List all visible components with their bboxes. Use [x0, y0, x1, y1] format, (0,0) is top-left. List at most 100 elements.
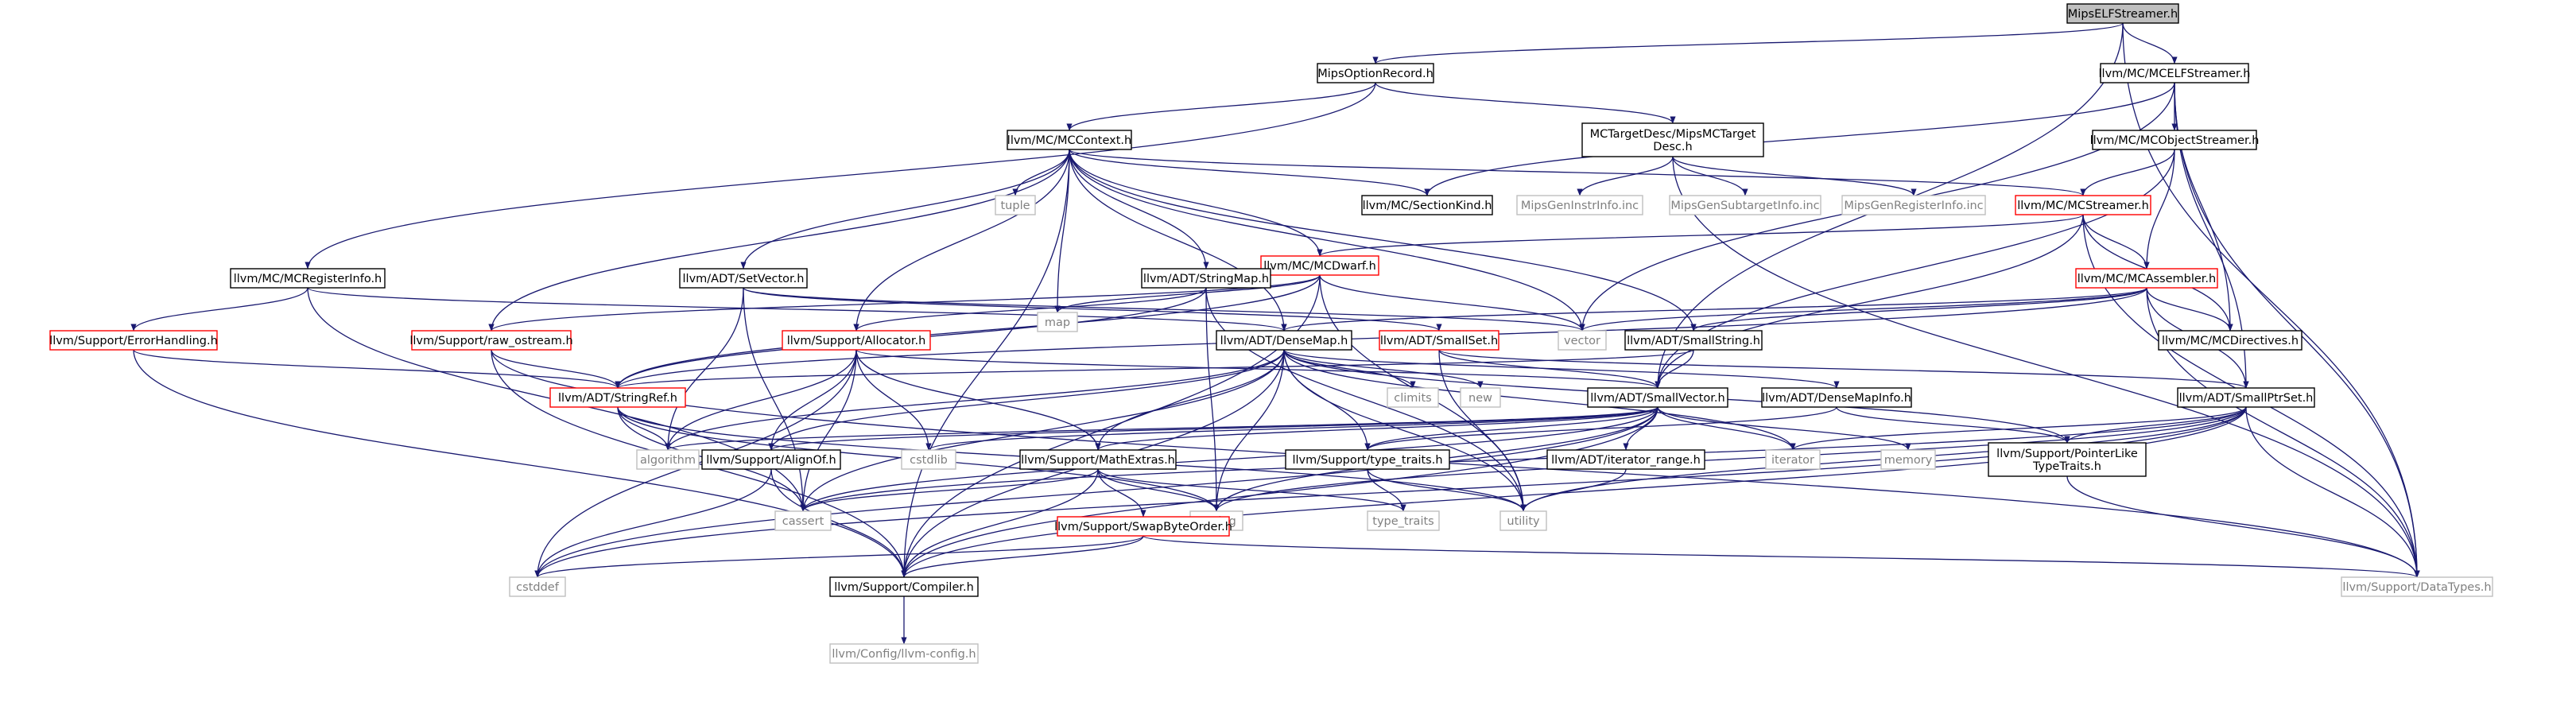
edge-densemap-to-climits	[1283, 349, 1416, 389]
node-mccontext[interactable]: llvm/MC/MCContext.h	[1007, 130, 1132, 150]
node-label-mcelfstreamer: llvm/MC/MCELFStreamer.h	[2099, 68, 2251, 80]
edge-setvector-to-cassert	[743, 287, 806, 512]
edge-smallvector-to-cstddef	[534, 406, 1658, 578]
node-mcdirectives[interactable]: llvm/MC/MCDirectives.h	[2158, 330, 2302, 351]
edge-smallvector-to-mathextras	[1095, 406, 1658, 451]
node-label-datatypes: llvm/Support/DataTypes.h	[2342, 581, 2491, 594]
node-label-mipsgenregisterinfo: MipsGenRegisterInfo.inc	[1844, 200, 1983, 212]
node-mcdwarf[interactable]: llvm/MC/MCDwarf.h	[1260, 255, 1379, 276]
node-box-densemap	[1216, 330, 1352, 351]
node-mathextras[interactable]: llvm/Support/MathExtras.h	[1019, 449, 1177, 470]
node-label-mccontext: llvm/MC/MCContext.h	[1007, 134, 1131, 147]
node-label-algorithm: algorithm	[640, 454, 696, 467]
node-iterator_range[interactable]: llvm/ADT/iterator_range.h	[1546, 449, 1705, 470]
node-densemapinfo[interactable]: llvm/ADT/DenseMapInfo.h	[1761, 387, 1912, 408]
node-alignof[interactable]: llvm/Support/AlignOf.h	[701, 449, 841, 470]
node-smallvector[interactable]: llvm/ADT/SmallVector.h	[1587, 387, 1728, 408]
edge-stringmap-to-cstring	[1205, 287, 1220, 512]
node-compiler[interactable]: llvm/Support/Compiler.h	[829, 576, 979, 597]
edge-densemap-to-algorithm	[665, 349, 1285, 451]
edge-allocator-to-cassert	[800, 349, 857, 512]
edge-mccontext-to-raw_ostream	[488, 149, 1070, 332]
node-mcassembler[interactable]: llvm/MC/MCAssembler.h	[2075, 268, 2218, 289]
node-stringref[interactable]: llvm/ADT/StringRef.h	[549, 387, 686, 408]
node-mcstreamer[interactable]: llvm/MC/MCStreamer.h	[2015, 195, 2151, 215]
edge-mipsoptionrecord-to-mcregisterinfo	[305, 82, 1376, 270]
node-label-smallstring: llvm/ADT/SmallString.h	[1627, 335, 1760, 347]
edge-smallptrset-to-iterator	[1790, 406, 2247, 451]
edge-smallvector-to-algorithm	[665, 406, 1658, 451]
node-label-mathextras: llvm/Support/MathExtras.h	[1021, 454, 1175, 467]
node-box-llvmconfig	[829, 643, 979, 664]
node-label-stringmap: llvm/ADT/StringMap.h	[1143, 273, 1269, 285]
node-box-densemapinfo	[1761, 387, 1912, 408]
edge-densemap-to-densemapinfo	[1283, 349, 1840, 389]
node-cstdlib: cstdlib	[901, 449, 956, 470]
edge-smallptrset-to-compiler	[901, 406, 2247, 578]
node-label-mipsgensubtargetinfo: MipsGenSubtargetInfo.inc	[1670, 200, 1819, 212]
node-box-mcstreamer	[2015, 195, 2151, 215]
edge-mathextras-to-compiler	[901, 468, 1099, 578]
edge-densemap-to-mathextras	[1095, 349, 1285, 451]
node-smallptrset[interactable]: llvm/ADT/SmallPtrSet.h	[2177, 387, 2315, 408]
edge-errorhandling-to-stringref	[133, 349, 621, 389]
node-label-mcassembler: llvm/MC/MCAssembler.h	[2077, 273, 2216, 285]
edge-allocator-to-alignof	[768, 349, 857, 451]
node-label-smallptrset: llvm/ADT/SmallPtrSet.h	[2179, 392, 2314, 405]
edge-smallptrset-to-pointerliketypetraits	[2064, 406, 2247, 444]
node-mcobjectstreamer[interactable]: llvm/MC/MCObjectStreamer.h	[2090, 130, 2260, 150]
node-box-utility	[1499, 510, 1547, 531]
node-box-mcregisterinfo	[230, 268, 386, 289]
edge-mcassembler-to-densemap	[1281, 287, 2147, 332]
node-box-climits	[1387, 387, 1439, 408]
node-mipsoptionrecord[interactable]: MipsOptionRecord.h	[1317, 63, 1434, 83]
node-stringmap[interactable]: llvm/ADT/StringMap.h	[1141, 268, 1271, 289]
node-raw_ostream[interactable]: llvm/Support/raw_ostream.h	[409, 330, 573, 351]
node-label-setvector: llvm/ADT/SetVector.h	[683, 273, 805, 285]
node-label-swapbyteorder: llvm/Support/SwapByteOrder.h	[1054, 521, 1232, 533]
node-box-mccontext	[1007, 130, 1132, 150]
edge-mipselfstreamer-to-mcelfstreamer	[2122, 22, 2178, 64]
node-setvector[interactable]: llvm/ADT/SetVector.h	[679, 268, 808, 289]
node-mipselfstreamer[interactable]: MipsELFStreamer.h	[2066, 3, 2179, 24]
node-box-mcdwarf	[1260, 255, 1379, 276]
node-box-mcelfstreamer	[2100, 63, 2249, 83]
edge-smallvector-to-iterator	[1657, 406, 1796, 451]
edge-mcdwarf-to-stringref	[615, 274, 1321, 389]
node-map: map	[1037, 312, 1078, 332]
node-box-vector	[1558, 330, 1607, 351]
node-label-raw_ostream: llvm/Support/raw_ostream.h	[409, 335, 572, 347]
node-box-iterator	[1765, 449, 1821, 470]
edge-alignof-to-compiler	[770, 468, 907, 578]
node-swapbyteorder[interactable]: llvm/Support/SwapByteOrder.h	[1054, 516, 1232, 537]
edge-mccontext-to-mcsectionkind	[1069, 149, 1430, 196]
edge-mcregisterinfo-to-densemap	[307, 287, 1287, 332]
node-box-datatypes	[2341, 576, 2493, 597]
edge-smallvector-to-memory	[1657, 406, 1911, 451]
edge-smallptrset-to-cstring	[1213, 406, 2247, 512]
node-label-allocator: llvm/Support/Allocator.h	[787, 335, 926, 347]
node-smallset[interactable]: llvm/ADT/SmallSet.h	[1379, 330, 1499, 351]
node-box-raw_ostream	[411, 330, 572, 351]
node-box-mcassembler	[2075, 268, 2218, 289]
edge-smallset-to-smallptrset	[1438, 349, 2249, 389]
node-smallstring[interactable]: llvm/ADT/SmallString.h	[1624, 330, 1763, 351]
node-mcelfstreamer[interactable]: llvm/MC/MCELFStreamer.h	[2099, 63, 2251, 83]
edge-densemap-to-alignof	[768, 349, 1285, 451]
node-errorhandling[interactable]: llvm/Support/ErrorHandling.h	[49, 330, 218, 351]
node-densemap[interactable]: llvm/ADT/DenseMap.h	[1216, 330, 1352, 351]
node-box-setvector	[679, 268, 808, 289]
node-box-smallset	[1379, 330, 1499, 351]
node-mcregisterinfo[interactable]: llvm/MC/MCRegisterInfo.h	[230, 268, 386, 289]
node-mcsectionkind[interactable]: llvm/MC/SectionKind.h	[1361, 195, 1493, 215]
edge-errorhandling-to-compiler	[133, 349, 907, 578]
node-type_traits_llvm[interactable]: llvm/Support/type_traits.h	[1285, 449, 1450, 470]
node-allocator[interactable]: llvm/Support/Allocator.h	[782, 330, 931, 351]
node-label-mipsgeninstrinfo: MipsGenInstrInfo.inc	[1521, 200, 1639, 212]
node-label-densemapinfo: llvm/ADT/DenseMapInfo.h	[1762, 392, 1911, 405]
edge-smallvector-to-type_traits_llvm	[1364, 406, 1658, 451]
